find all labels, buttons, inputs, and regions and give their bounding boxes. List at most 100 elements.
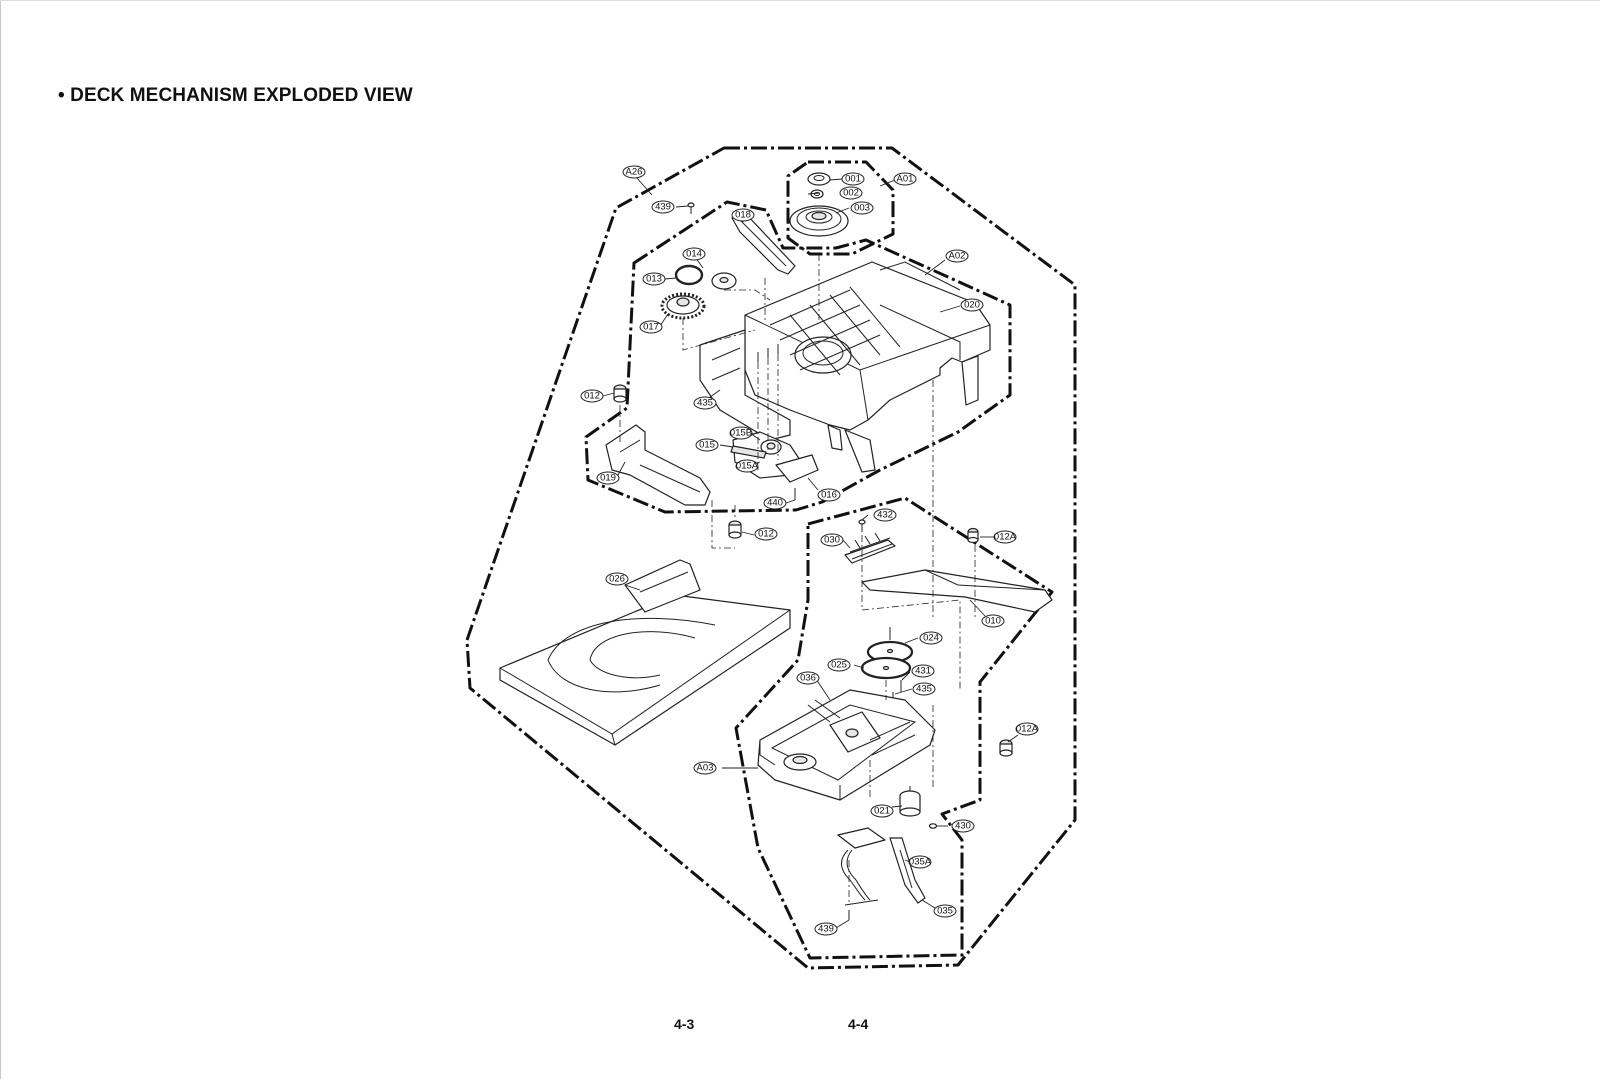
svg-text:012: 012 xyxy=(584,391,600,402)
gear-014 xyxy=(711,272,737,290)
svg-text:024: 024 xyxy=(923,633,939,644)
callout-015A: 015A xyxy=(735,459,759,473)
screw-432 xyxy=(858,519,866,532)
svg-text:012A: 012A xyxy=(994,532,1017,543)
svg-text:017: 017 xyxy=(643,322,659,333)
callout-A03: A03 xyxy=(693,761,717,775)
callout-012-upper: 012 xyxy=(580,389,604,403)
svg-text:020: 020 xyxy=(964,300,980,311)
svg-text:A26: A26 xyxy=(626,167,643,178)
callout-439-top: 439 xyxy=(651,200,675,214)
callout-440: 440 xyxy=(763,496,787,510)
svg-text:430: 430 xyxy=(955,821,971,832)
gear-017 xyxy=(660,292,706,320)
svg-text:003: 003 xyxy=(854,203,870,214)
callout-003: 003 xyxy=(850,201,874,215)
screw-439-top xyxy=(687,202,695,214)
svg-text:440: 440 xyxy=(767,498,783,509)
callout-035A: 035A xyxy=(908,855,932,869)
damper-012-lower xyxy=(728,520,742,539)
callout-A26: A26 xyxy=(622,165,646,179)
callout-025: 025 xyxy=(827,658,851,672)
damper-012A-lower xyxy=(999,739,1013,757)
ring-025 xyxy=(860,656,912,680)
slider-019 xyxy=(605,424,711,506)
callout-A01: A01 xyxy=(893,172,917,186)
belt-013 xyxy=(674,264,704,286)
callout-012A-upper: 012A xyxy=(993,530,1017,544)
callout-015B: 015B xyxy=(729,426,753,440)
main-chassis-020 xyxy=(699,261,991,473)
callout-020: 020 xyxy=(960,298,984,312)
pulley-001 xyxy=(807,172,831,186)
callout-021: 021 xyxy=(870,804,894,818)
svg-text:439: 439 xyxy=(818,924,834,935)
boundary-a03 xyxy=(734,496,1054,960)
callout-431: 431 xyxy=(911,664,935,678)
callout-016: 016 xyxy=(817,488,841,502)
svg-text:030: 030 xyxy=(824,535,840,546)
flat-cable-010 xyxy=(861,569,1053,613)
callout-012-lower: 012 xyxy=(754,527,778,541)
svg-text:016: 016 xyxy=(821,490,837,501)
svg-text:435: 435 xyxy=(697,398,713,409)
sensor-board-035 xyxy=(837,827,926,906)
svg-text:010: 010 xyxy=(985,616,1001,627)
svg-text:A01: A01 xyxy=(897,174,914,185)
svg-text:432: 432 xyxy=(877,510,893,521)
callout-012A-lower: 012A xyxy=(1015,722,1039,736)
svg-text:012A: 012A xyxy=(1016,724,1039,735)
svg-text:001: 001 xyxy=(845,174,861,185)
boundary-a26 xyxy=(465,146,1077,970)
svg-text:036: 036 xyxy=(800,673,816,684)
callout-017: 017 xyxy=(639,320,663,334)
page-top-edge xyxy=(0,0,1600,1)
svg-text:013: 013 xyxy=(646,274,662,285)
damper-012A-upper xyxy=(967,527,979,544)
callout-439-bottom: 439 xyxy=(814,922,838,936)
svg-text:025: 025 xyxy=(831,660,847,671)
svg-text:431: 431 xyxy=(915,666,931,677)
svg-text:015: 015 xyxy=(699,440,715,451)
tray-026 xyxy=(499,559,791,746)
svg-text:015B: 015B xyxy=(730,428,752,439)
callout-035: 035 xyxy=(933,904,957,918)
lever-018 xyxy=(731,213,796,275)
callout-026: 026 xyxy=(605,572,629,586)
svg-text:019: 019 xyxy=(600,473,616,484)
callout-019: 019 xyxy=(596,471,620,485)
connector-030 xyxy=(844,532,896,564)
callout-015: 015 xyxy=(695,438,719,452)
svg-text:002: 002 xyxy=(843,188,859,199)
callout-024: 024 xyxy=(919,631,943,645)
page-left-edge xyxy=(0,0,1,1079)
svg-text:A02: A02 xyxy=(949,251,966,262)
svg-text:026: 026 xyxy=(609,574,625,585)
callout-010: 010 xyxy=(981,614,1005,628)
callout-030: 030 xyxy=(820,533,844,547)
svg-text:035A: 035A xyxy=(909,857,932,868)
loading-motor-015 xyxy=(730,431,819,483)
svg-text:021: 021 xyxy=(874,806,890,817)
boundary-a01 xyxy=(786,160,895,256)
motor-021 xyxy=(899,786,921,817)
clamper-003 xyxy=(789,205,849,237)
assembly-guide-lines xyxy=(619,254,976,905)
page-title: • DECK MECHANISM EXPLODED VIEW xyxy=(58,85,413,106)
callout-036: 036 xyxy=(796,671,820,685)
damper-012-upper xyxy=(613,384,627,403)
page-number-left: 4-3 xyxy=(674,1016,695,1032)
screw-430 xyxy=(928,823,938,829)
svg-text:014: 014 xyxy=(686,249,702,260)
boundary-a02 xyxy=(584,200,1012,514)
callout-001: 001 xyxy=(841,172,865,186)
svg-text:015A: 015A xyxy=(736,461,759,472)
callout-432: 432 xyxy=(873,508,897,522)
callout-014: 014 xyxy=(682,247,706,261)
callout-435-upper: 435 xyxy=(693,396,717,410)
svg-text:A03: A03 xyxy=(697,763,714,774)
svg-text:018: 018 xyxy=(735,210,751,221)
svg-text:439: 439 xyxy=(655,202,671,213)
callout-002: 002 xyxy=(839,186,863,200)
